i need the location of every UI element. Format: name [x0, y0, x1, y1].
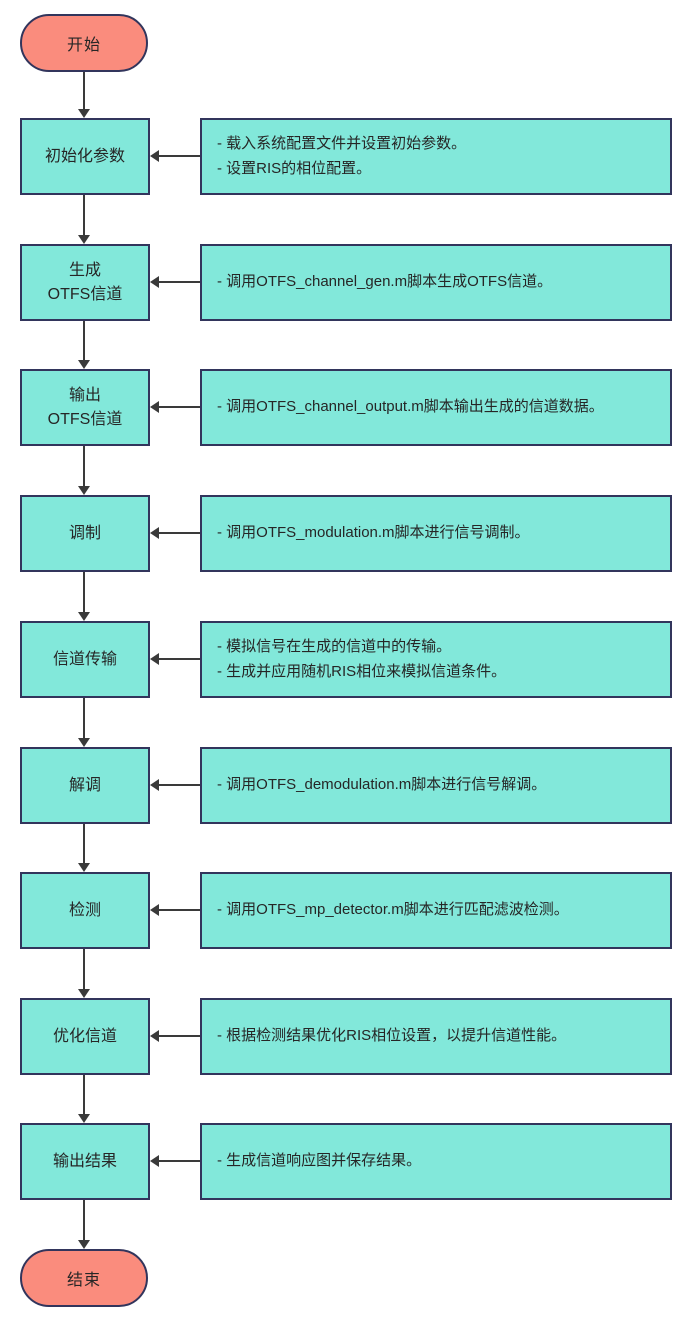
process-label: 输出结果	[52, 1152, 117, 1170]
arrowhead-down-icon	[78, 360, 90, 369]
end-node-label: 结束	[66, 1272, 101, 1289]
note-connector-line	[159, 532, 200, 534]
process-box-demodulation: 解调	[20, 747, 150, 824]
note-text: - 模拟信号在生成的信道中的传输。 - 生成并应用随机RIS相位来模拟信道条件。	[217, 637, 507, 680]
process-box-modulation: 调制	[20, 495, 150, 572]
arrowhead-down-icon	[78, 863, 90, 872]
process-box-detection: 检测	[20, 872, 150, 949]
process-label: 输出 OTFS信道	[47, 387, 123, 428]
process-label: 信道传输	[52, 650, 117, 668]
connector-line	[83, 1075, 85, 1114]
process-box-gen-otfs-channel: 生成 OTFS信道	[20, 244, 150, 321]
start-node-label: 开始	[66, 37, 101, 54]
note-text: - 调用OTFS_channel_output.m脚本输出生成的信道数据。	[217, 398, 604, 416]
process-box-optimize-channel: 优化信道	[20, 998, 150, 1075]
note-box-channel-transmission: - 模拟信号在生成的信道中的传输。 - 生成并应用随机RIS相位来模拟信道条件。	[200, 621, 672, 698]
note-text: - 调用OTFS_channel_gen.m脚本生成OTFS信道。	[217, 273, 553, 291]
process-box-output-results: 输出结果	[20, 1123, 150, 1200]
flow-row: 调制 - 调用OTFS_modulation.m脚本进行信号调制。	[0, 495, 691, 572]
process-label: 生成 OTFS信道	[47, 262, 123, 303]
flow-row: 信道传输 - 模拟信号在生成的信道中的传输。 - 生成并应用随机RIS相位来模拟…	[0, 621, 691, 698]
end-node: 结束	[20, 1249, 148, 1307]
note-box-modulation: - 调用OTFS_modulation.m脚本进行信号调制。	[200, 495, 672, 572]
process-label: 调制	[68, 524, 101, 542]
note-text: - 生成信道响应图并保存结果。	[217, 1152, 422, 1170]
note-connector-line	[159, 909, 200, 911]
note-connector-line	[159, 658, 200, 660]
note-connector-line	[159, 281, 200, 283]
process-box-output-otfs-channel: 输出 OTFS信道	[20, 369, 150, 446]
arrowhead-left-icon	[150, 904, 159, 916]
flow-row: 检测 - 调用OTFS_mp_detector.m脚本进行匹配滤波检测。	[0, 872, 691, 949]
arrowhead-down-icon	[78, 235, 90, 244]
note-box-demodulation: - 调用OTFS_demodulation.m脚本进行信号解调。	[200, 747, 672, 824]
note-box-optimize-channel: - 根据检测结果优化RIS相位设置，以提升信道性能。	[200, 998, 672, 1075]
note-connector-line	[159, 155, 200, 157]
note-connector-line	[159, 784, 200, 786]
note-box-gen-otfs-channel: - 调用OTFS_channel_gen.m脚本生成OTFS信道。	[200, 244, 672, 321]
arrowhead-down-icon	[78, 738, 90, 747]
process-label: 解调	[68, 776, 101, 794]
note-text: - 调用OTFS_modulation.m脚本进行信号调制。	[217, 524, 530, 542]
flow-row: 初始化参数 - 载入系统配置文件并设置初始参数。 - 设置RIS的相位配置。	[0, 118, 691, 195]
process-label: 初始化参数	[44, 147, 125, 165]
connector-line	[83, 446, 85, 486]
note-box-output-results: - 生成信道响应图并保存结果。	[200, 1123, 672, 1200]
process-label: 检测	[68, 901, 101, 919]
flow-row: 解调 - 调用OTFS_demodulation.m脚本进行信号解调。	[0, 747, 691, 824]
arrowhead-down-icon	[78, 612, 90, 621]
flow-row: 生成 OTFS信道 - 调用OTFS_channel_gen.m脚本生成OTFS…	[0, 244, 691, 321]
connector-line	[83, 572, 85, 612]
arrowhead-left-icon	[150, 779, 159, 791]
process-box-init-params: 初始化参数	[20, 118, 150, 195]
note-text: - 根据检测结果优化RIS相位设置，以提升信道性能。	[217, 1027, 567, 1045]
connector-line	[83, 949, 85, 989]
arrowhead-left-icon	[150, 1030, 159, 1042]
note-box-output-otfs-channel: - 调用OTFS_channel_output.m脚本输出生成的信道数据。	[200, 369, 672, 446]
connector-line	[83, 321, 85, 360]
flow-row: 优化信道 - 根据检测结果优化RIS相位设置，以提升信道性能。	[0, 998, 691, 1075]
connector-line	[83, 698, 85, 738]
arrowhead-left-icon	[150, 276, 159, 288]
note-connector-line	[159, 1035, 200, 1037]
arrowhead-down-icon	[78, 486, 90, 495]
flow-row: 输出结果 - 生成信道响应图并保存结果。	[0, 1123, 691, 1200]
note-box-detection: - 调用OTFS_mp_detector.m脚本进行匹配滤波检测。	[200, 872, 672, 949]
note-connector-line	[159, 1160, 200, 1162]
connector-line	[83, 1200, 85, 1240]
note-connector-line	[159, 406, 200, 408]
arrowhead-left-icon	[150, 1155, 159, 1167]
arrowhead-left-icon	[150, 653, 159, 665]
arrowhead-left-icon	[150, 401, 159, 413]
connector-line	[83, 824, 85, 863]
connector-line	[83, 195, 85, 235]
connector-line	[83, 72, 85, 109]
note-text: - 载入系统配置文件并设置初始参数。 - 设置RIS的相位配置。	[217, 134, 467, 177]
note-box-init-params: - 载入系统配置文件并设置初始参数。 - 设置RIS的相位配置。	[200, 118, 672, 195]
process-label: 优化信道	[52, 1027, 117, 1045]
arrowhead-down-icon	[78, 989, 90, 998]
arrowhead-left-icon	[150, 150, 159, 162]
arrowhead-down-icon	[78, 1240, 90, 1249]
arrowhead-down-icon	[78, 1114, 90, 1123]
arrowhead-left-icon	[150, 527, 159, 539]
note-text: - 调用OTFS_mp_detector.m脚本进行匹配滤波检测。	[217, 901, 569, 919]
start-node: 开始	[20, 14, 148, 72]
note-text: - 调用OTFS_demodulation.m脚本进行信号解调。	[217, 776, 547, 794]
arrowhead-down-icon	[78, 109, 90, 118]
process-box-channel-transmission: 信道传输	[20, 621, 150, 698]
flow-row: 输出 OTFS信道 - 调用OTFS_channel_output.m脚本输出生…	[0, 369, 691, 446]
